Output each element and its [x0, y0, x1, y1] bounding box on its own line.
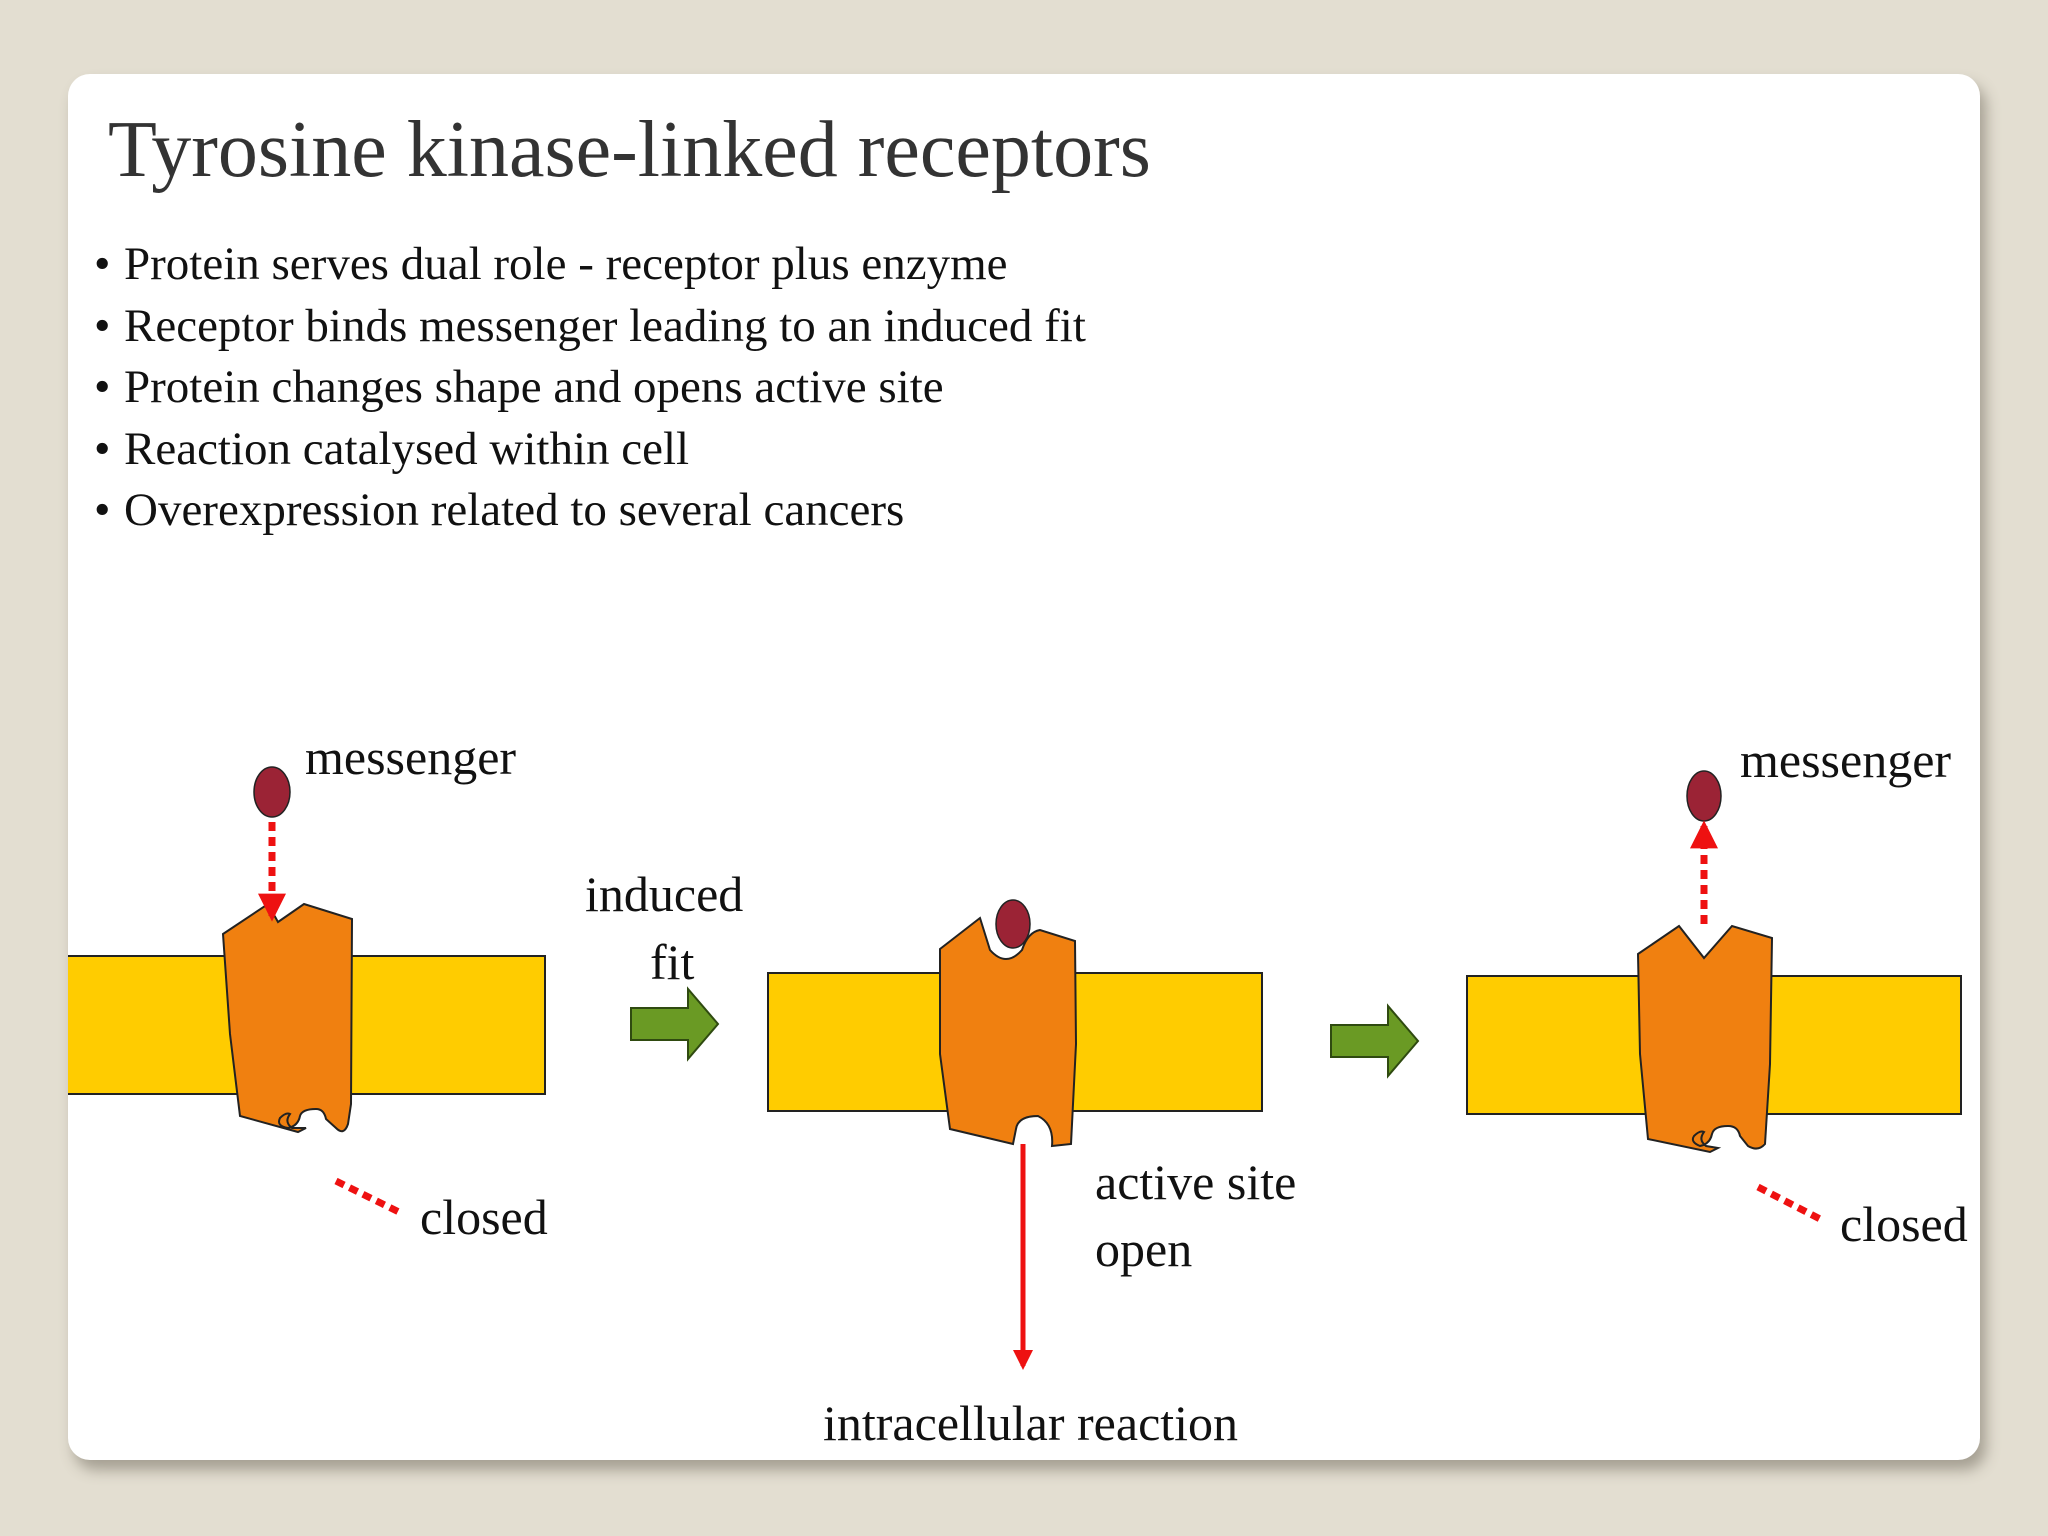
bullet-item: •Protein changes shape and opens active … — [94, 357, 1086, 419]
bullet-dot-icon: • — [94, 361, 111, 413]
closed-pointer — [334, 1177, 405, 1218]
label-messenger-left: messenger — [305, 729, 516, 785]
label-closed-right: closed — [1840, 1196, 1968, 1252]
label-intracellular-reaction: intracellular reaction — [823, 1395, 1238, 1451]
green-arrow-icon — [630, 986, 720, 1062]
receptor-protein-open — [939, 916, 1078, 1148]
closed-pointer — [1756, 1183, 1826, 1225]
receptor-protein-closed — [1636, 924, 1774, 1154]
panel-open: active site open intracellular reaction — [767, 899, 1296, 1451]
slide-title: Tyrosine kinase-linked receptors — [108, 106, 1151, 194]
bullet-list: •Protein serves dual role - receptor plu… — [94, 234, 1086, 542]
bullet-dot-icon: • — [94, 484, 111, 536]
label-fit: fit — [650, 934, 695, 990]
bullet-text: Reaction catalysed within cell — [124, 422, 690, 475]
released-messenger-molecule — [1686, 770, 1722, 822]
green-arrow-icon — [1330, 1003, 1420, 1079]
receptor-diagram: messenger closed induced fit active site… — [68, 729, 1968, 1451]
panel-closed-outgoing: messenger closed — [1466, 732, 1968, 1252]
bullet-item: •Receptor binds messenger leading to an … — [94, 296, 1086, 358]
label-closed-left: closed — [420, 1189, 548, 1245]
transition-induced-fit: induced fit — [585, 866, 743, 1062]
slide: Tyrosine kinase-linked receptors •Protei… — [68, 74, 1980, 1460]
bullet-text: Overexpression related to several cancer… — [124, 484, 905, 536]
panel-closed-incoming: messenger closed — [68, 729, 548, 1245]
bullet-item: •Overexpression related to several cance… — [94, 480, 1086, 542]
bullet-text: Protein serves dual role - receptor plus… — [124, 238, 1008, 290]
label-open: open — [1095, 1221, 1192, 1277]
bullet-dot-icon: • — [94, 422, 111, 475]
bullet-text: Receptor binds messenger leading to an i… — [124, 299, 1086, 352]
messenger-molecule — [253, 766, 291, 818]
label-messenger-right: messenger — [1740, 732, 1951, 788]
receptor-protein-closed — [221, 902, 354, 1134]
bullet-text: Protein changes shape and opens active s… — [124, 361, 944, 413]
bullet-dot-icon: • — [94, 238, 111, 290]
label-active-site: active site — [1095, 1154, 1296, 1210]
bullet-item: •Reaction catalysed within cell — [94, 419, 1086, 481]
bound-messenger-molecule — [995, 899, 1031, 949]
bullet-item: •Protein serves dual role - receptor plu… — [94, 234, 1086, 296]
label-induced: induced — [585, 866, 743, 922]
bullet-dot-icon: • — [94, 299, 111, 352]
